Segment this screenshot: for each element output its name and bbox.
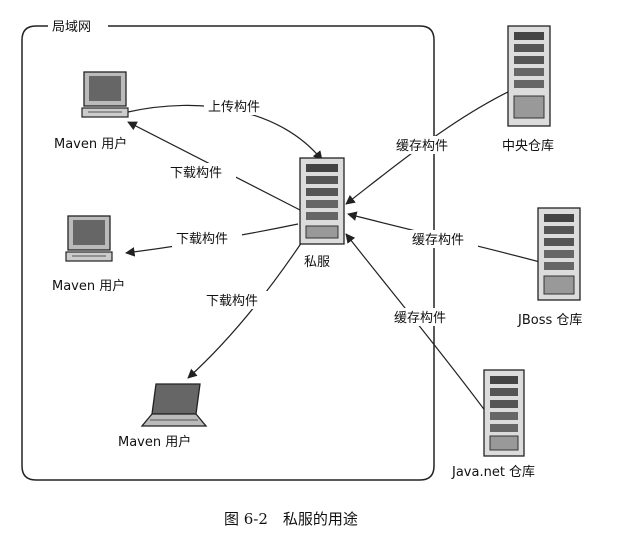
jboss-repository-label: JBoss 仓库	[517, 312, 582, 328]
javanet-repository-server-icon	[483, 369, 525, 457]
central-repository-label: 中央仓库	[502, 138, 554, 154]
label-upload: 上传构件	[208, 100, 260, 115]
laptop-icon	[140, 383, 208, 427]
desktop-computer-icon	[65, 215, 113, 262]
user-label-1: Maven 用户	[54, 136, 127, 152]
central-repository-server-icon	[507, 25, 551, 127]
label-download-3: 下载构件	[206, 294, 258, 309]
label-cache-javanet: 缓存构件	[394, 311, 446, 326]
lan-boundary	[21, 25, 435, 481]
label-cache-central: 缓存构件	[396, 139, 448, 154]
desktop-computer-icon	[81, 71, 129, 118]
label-download-1: 下载构件	[170, 166, 222, 181]
label-download-2: 下载构件	[176, 232, 228, 247]
user-label-3: Maven 用户	[118, 434, 191, 450]
javanet-repository-label: Java.net 仓库	[451, 464, 535, 480]
lan-label: 局域网	[52, 20, 91, 35]
private-server-label: 私服	[304, 255, 330, 270]
user-label-2: Maven 用户	[52, 278, 125, 294]
edge-download-3	[187, 235, 307, 379]
figure-caption: 图 6-2 私服的用途	[224, 510, 358, 528]
label-cache-jboss: 缓存构件	[412, 233, 464, 248]
private-server-icon	[299, 157, 345, 245]
jboss-repository-server-icon	[537, 207, 581, 301]
